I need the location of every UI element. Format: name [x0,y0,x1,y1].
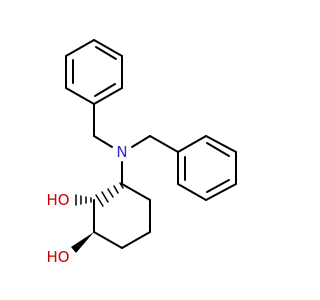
bond [205,135,237,153]
hydroxyl-upper: HO [46,191,69,209]
bond [93,39,123,57]
bond [65,87,95,105]
molecule-structure: N HO [46,39,237,266]
hashed-wedge-bond-oh-upper [75,194,92,206]
wedge-hash [113,185,119,194]
bond-n-to-ch2-right [131,135,151,148]
bond-ch2-to-ring-right [149,135,179,153]
right-phenyl-ring [177,135,237,201]
cyclohexane-ring [93,182,151,249]
double-bond-inner [95,46,117,60]
hashed-wedge-bond [95,182,124,207]
bond [93,87,123,105]
bond [177,135,207,153]
wedge-hash [119,182,124,189]
double-bond-inner [94,83,116,97]
nitrogen-atom: N [116,143,127,161]
wedge-hash [107,188,114,198]
bond [93,231,123,249]
hydroxyl-lower: HO [46,248,69,266]
bond [205,183,237,201]
wedge-hash [95,194,104,207]
bond [65,39,95,57]
left-phenyl-ring [65,39,123,105]
bond [177,183,207,201]
solid-wedge-bond-oh-lower [71,232,94,253]
bond [121,183,151,201]
wedge-hash [101,191,109,203]
bond-ch2-to-n-left [93,135,113,148]
bond [121,231,151,249]
double-bond-inner [206,142,230,157]
double-bond-inner [206,179,230,193]
